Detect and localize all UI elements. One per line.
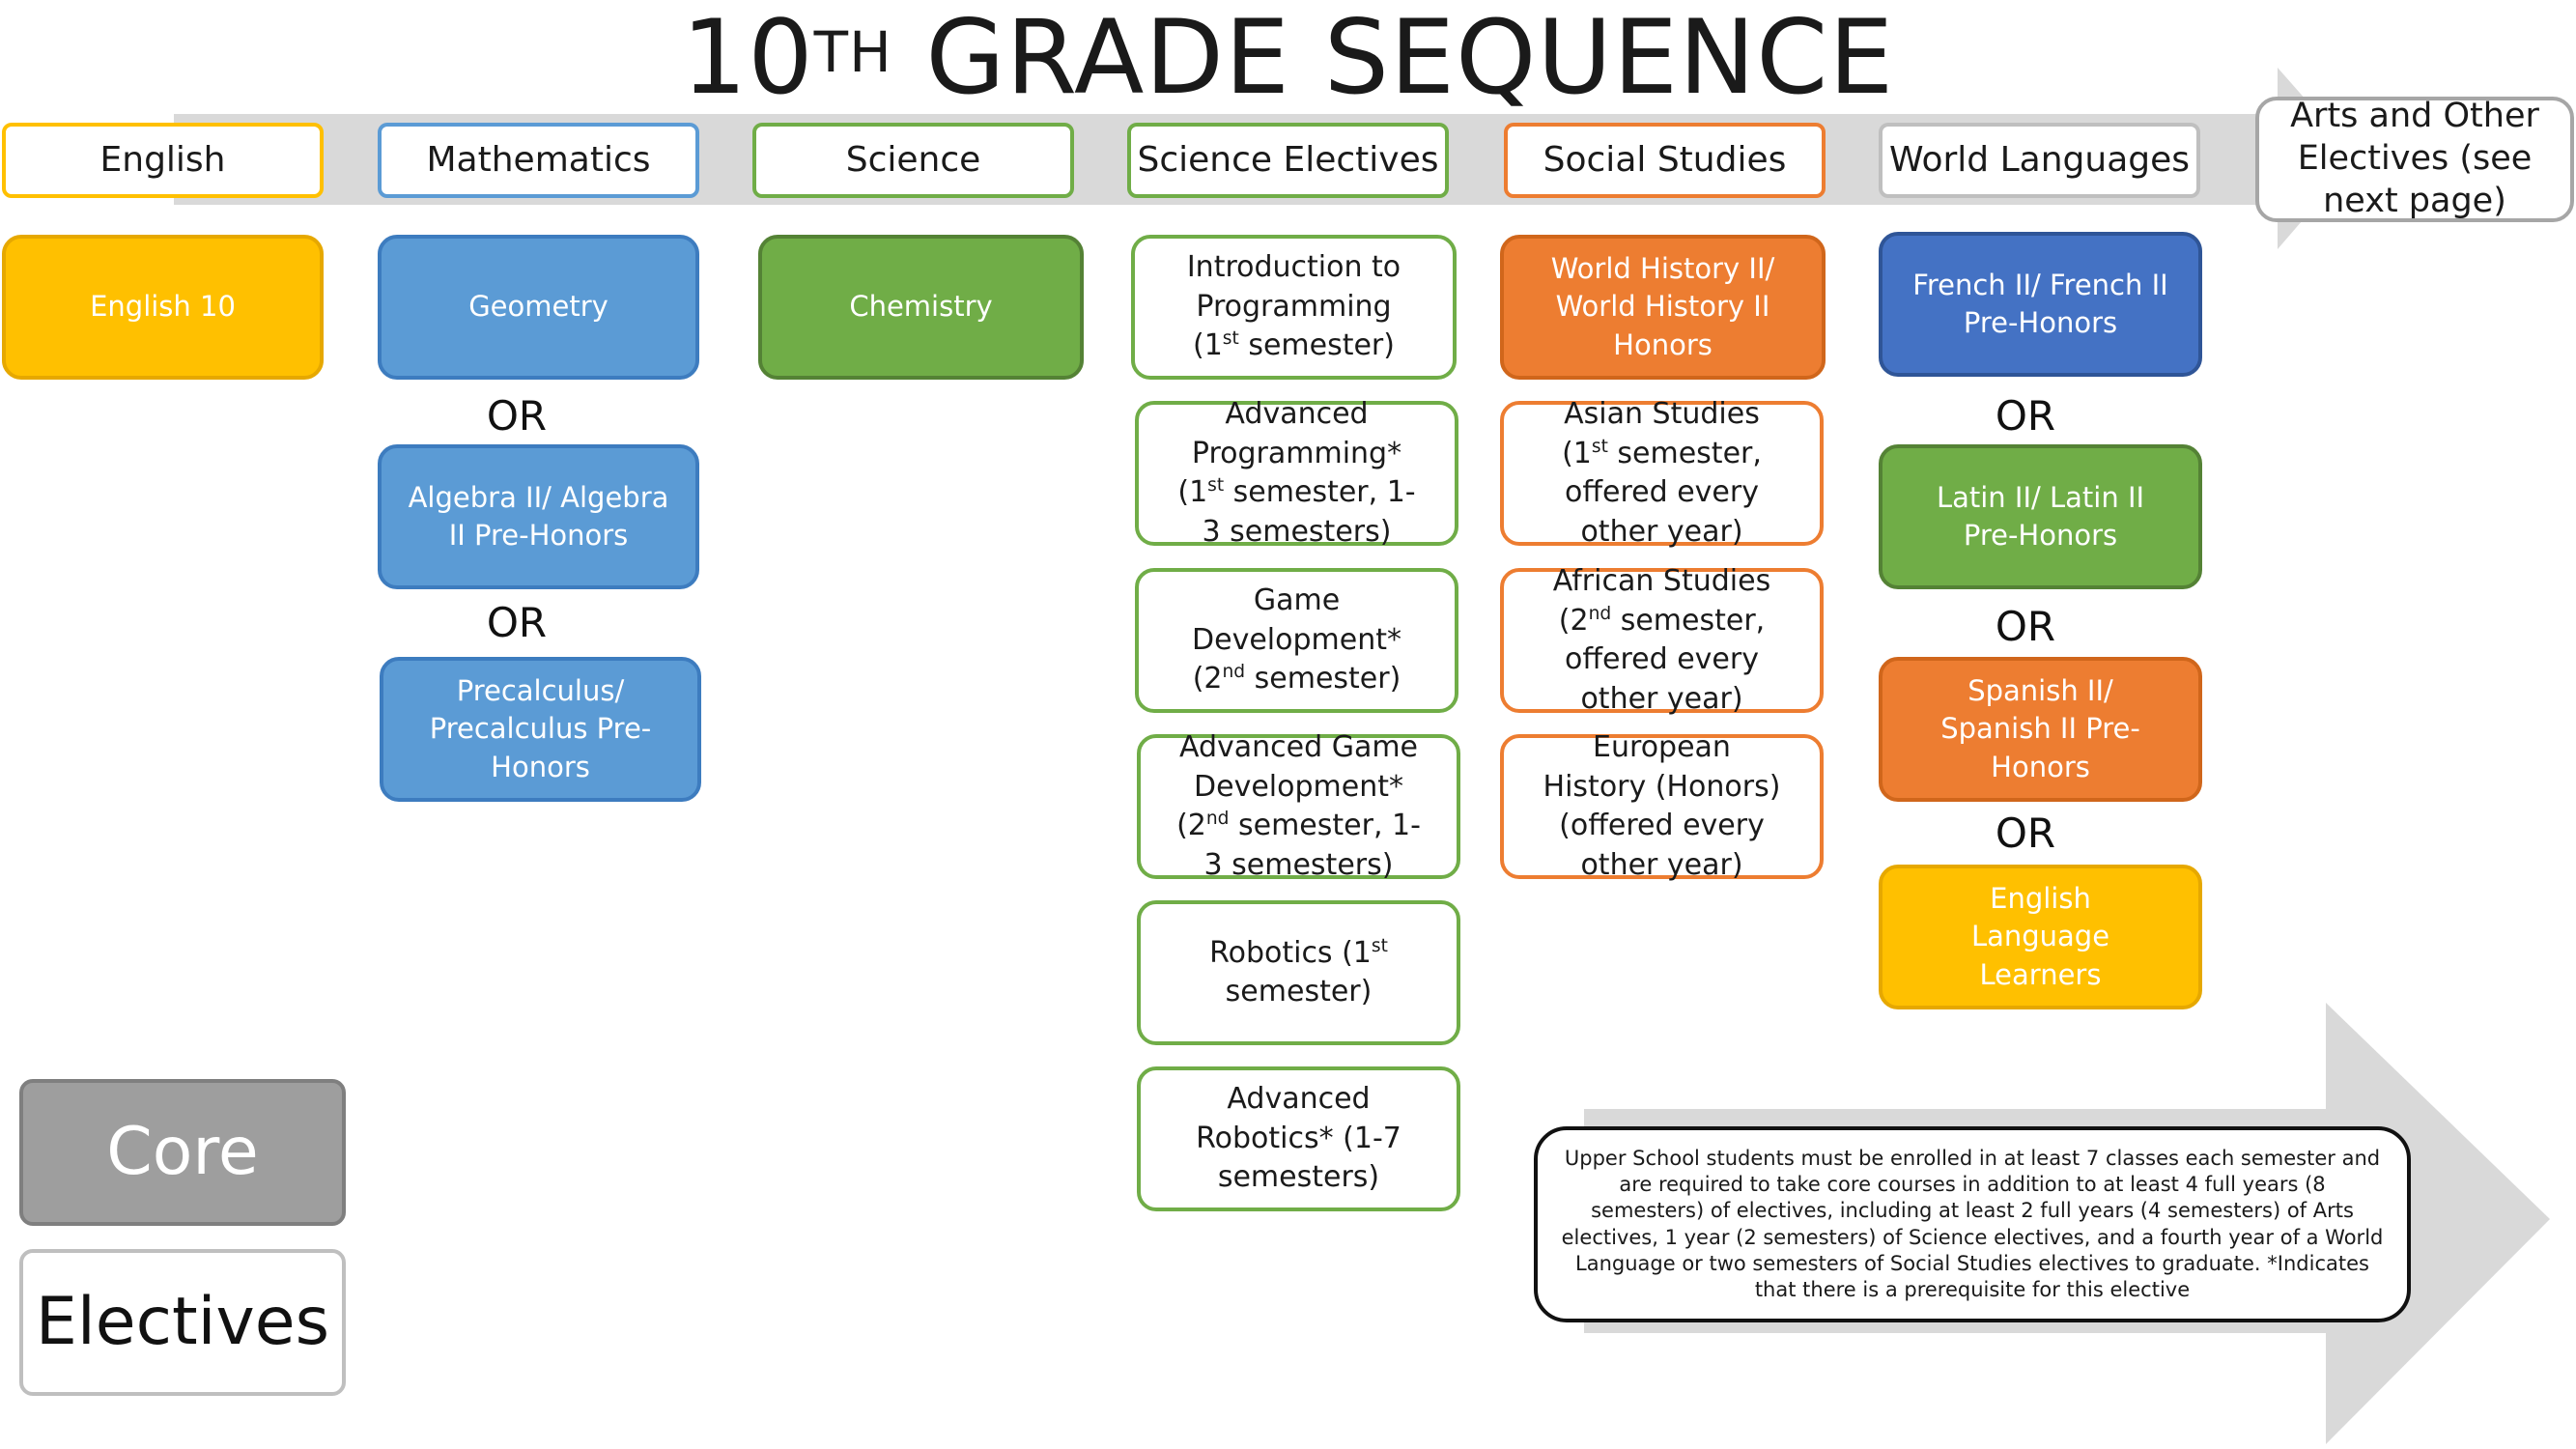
course-spanish-ii: Spanish II/ Spanish II Pre-Honors xyxy=(1879,657,2202,802)
elective-advanced-programming: Advanced Programming* (1st semester, 1-3… xyxy=(1135,397,1458,549)
graduation-requirements-note: Upper School students must be enrolled i… xyxy=(1534,1126,2411,1322)
legend-electives: Electives xyxy=(19,1249,346,1396)
elective-african-studies: African Studies (2nd semester, offered e… xyxy=(1500,564,1824,716)
or-label: OR xyxy=(1995,603,2056,650)
header-arts-electives: Arts and Other Electives (see next page) xyxy=(2255,97,2574,222)
header-science: Science xyxy=(752,123,1074,198)
page-title: 10TH GRADE SEQUENCE xyxy=(681,0,1895,117)
elective-robotics: Robotics (1st semester) xyxy=(1137,900,1460,1045)
or-label: OR xyxy=(486,392,548,440)
course-precalculus: Precalculus/ Precalculus Pre-Honors xyxy=(380,657,701,802)
header-english: English xyxy=(2,123,324,198)
course-chemistry: Chemistry xyxy=(758,235,1084,380)
or-label: OR xyxy=(486,599,548,646)
elective-european-history: European History (Honors) (offered every… xyxy=(1500,730,1824,882)
elective-advanced-game-development: Advanced Game Development* (2nd semester… xyxy=(1137,730,1460,882)
course-latin-ii: Latin II/ Latin II Pre-Honors xyxy=(1879,444,2202,589)
legend-core: Core xyxy=(19,1079,346,1226)
elective-advanced-robotics: Advanced Robotics* (1-7 semesters) xyxy=(1137,1066,1460,1211)
course-algebra-ii: Algebra II/ Algebra II Pre-Honors xyxy=(378,444,699,589)
course-english-10: English 10 xyxy=(2,235,324,380)
elective-intro-programming: Introduction to Programming (1st semeste… xyxy=(1131,235,1457,380)
header-social-studies: Social Studies xyxy=(1504,123,1826,198)
course-french-ii: French II/ French II Pre-Honors xyxy=(1879,232,2202,377)
header-world-languages: World Languages xyxy=(1879,123,2200,198)
header-science-electives: Science Electives xyxy=(1127,123,1449,198)
or-label: OR xyxy=(1995,392,2056,440)
header-mathematics: Mathematics xyxy=(378,123,699,198)
course-geometry: Geometry xyxy=(378,235,699,380)
course-english-language-learners: English Language Learners xyxy=(1879,865,2202,1009)
elective-asian-studies: Asian Studies (1st semester, offered eve… xyxy=(1500,397,1824,549)
or-label: OR xyxy=(1995,810,2056,857)
elective-game-development: Game Development* (2nd semester) xyxy=(1135,568,1458,713)
course-world-history-ii: World History II/ World History II Honor… xyxy=(1500,235,1826,380)
